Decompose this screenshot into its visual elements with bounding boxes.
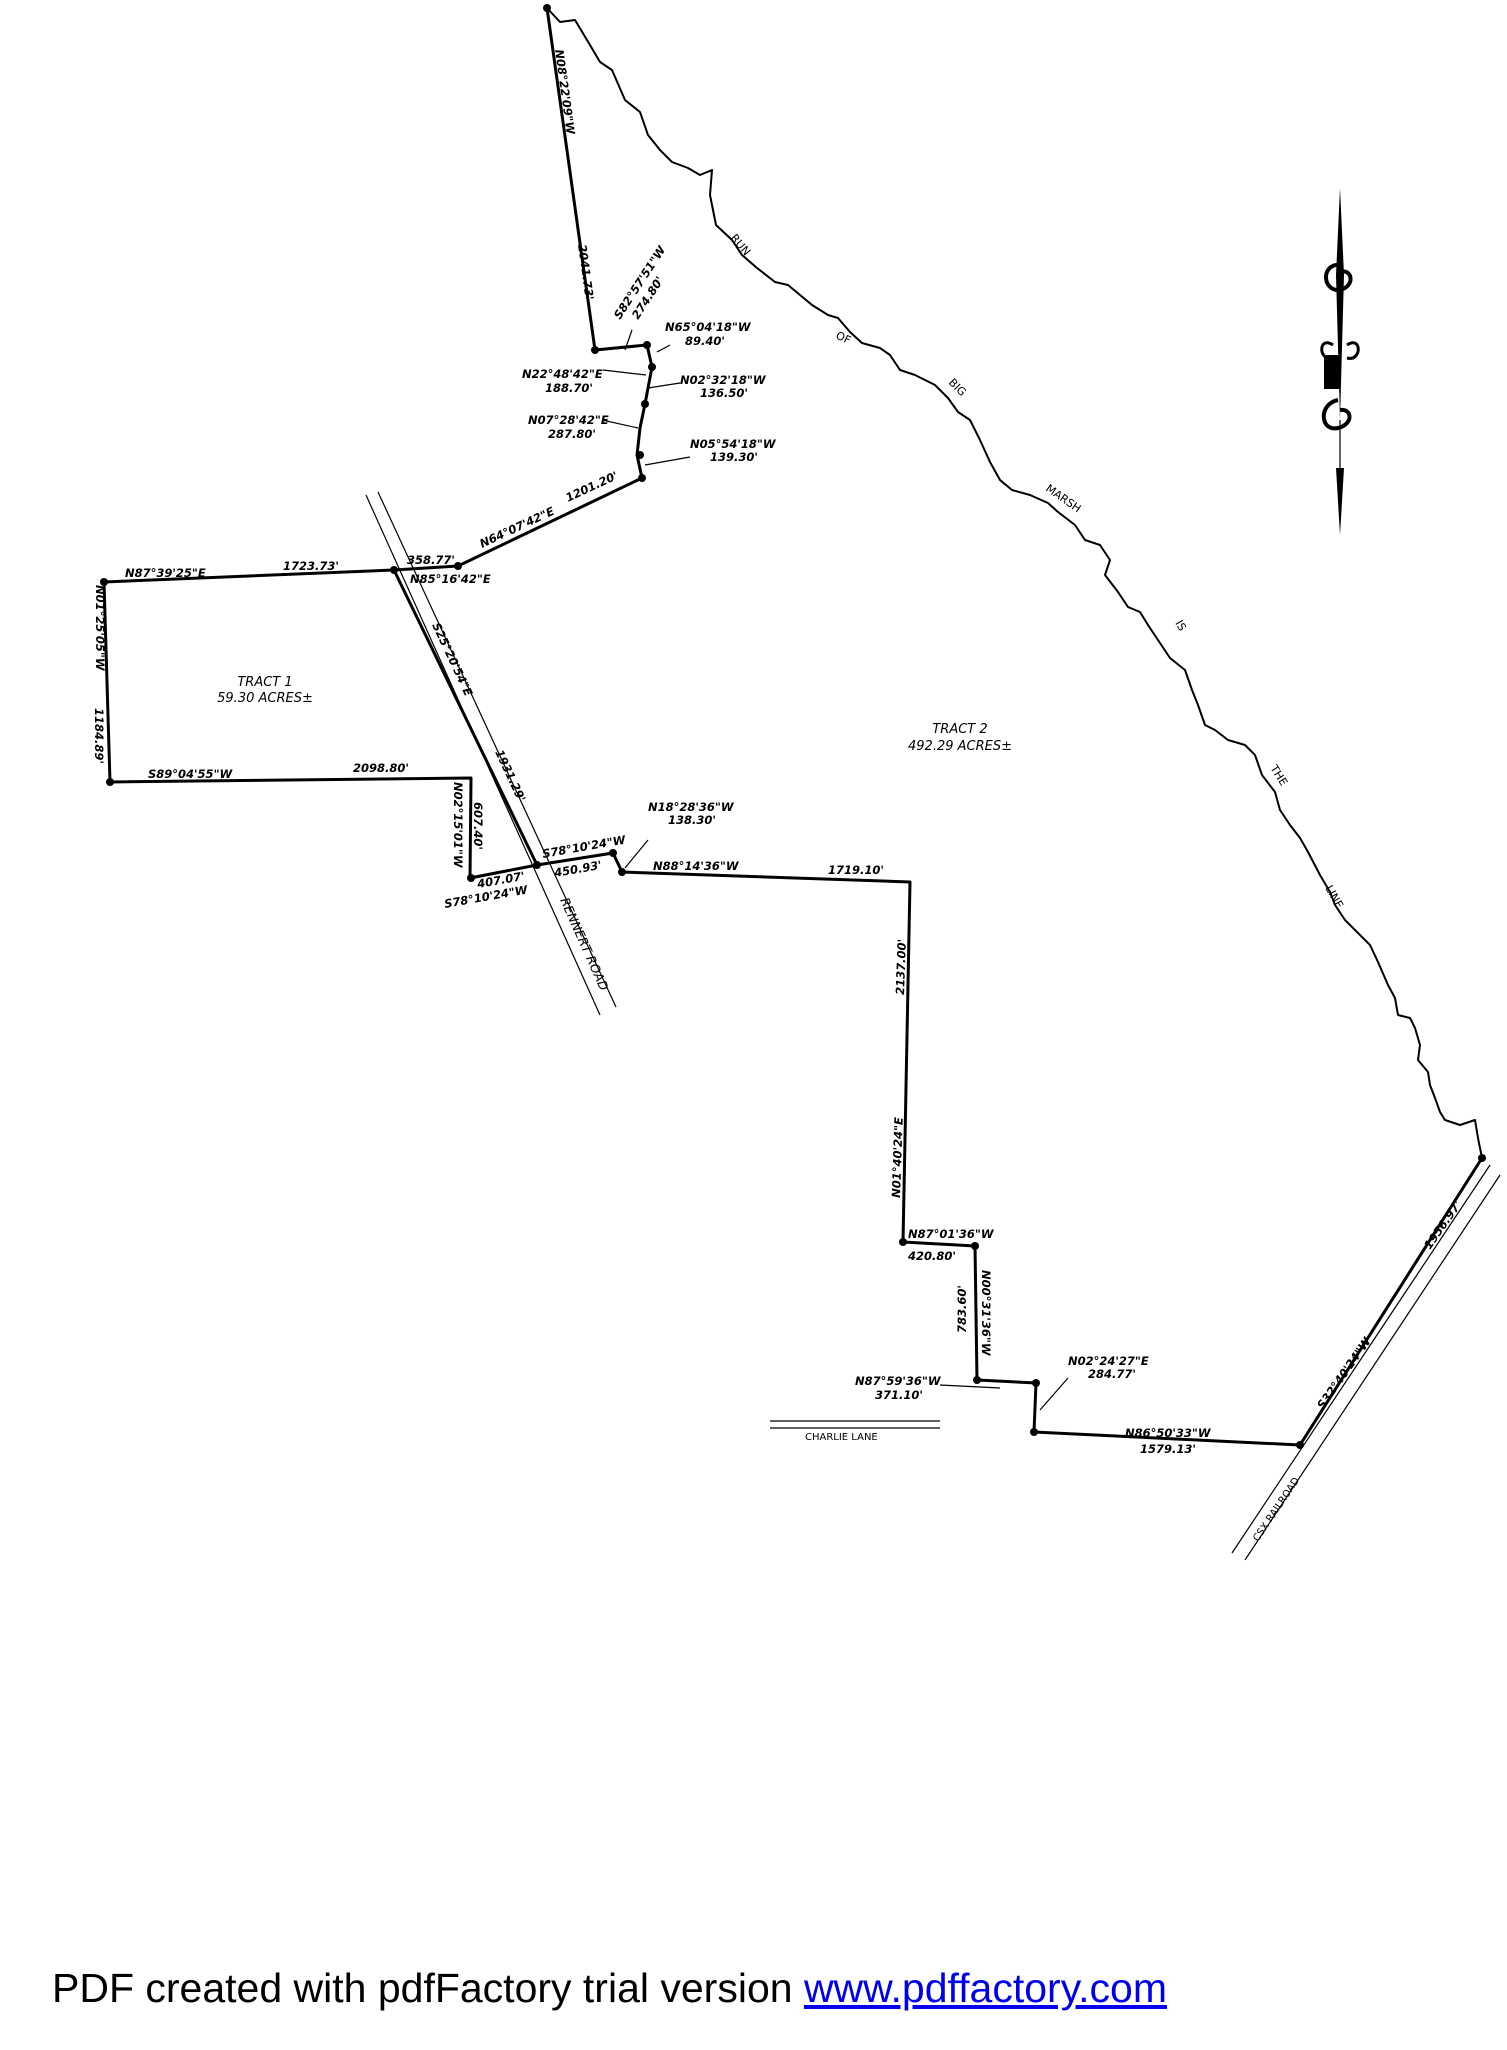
call-bearing: N02°15'01"W — [451, 782, 465, 869]
boundary-calls: N08°22'09"W 2041.73' S82°57'51"W 274.80'… — [92, 48, 1465, 1456]
call-distance: 1201.20' — [563, 468, 620, 504]
call-distance: 2137.00' — [893, 939, 909, 995]
creek-marsh-line — [546, 7, 1483, 1159]
call-bearing: N01°40'24"E — [889, 1117, 906, 1198]
north-arrow-icon — [1320, 188, 1360, 535]
call-distance: 287.80' — [548, 427, 596, 441]
call-distance: 136.50' — [700, 386, 748, 400]
call-bearing: N05°54'18"W — [690, 437, 777, 451]
leader-lines — [601, 329, 1069, 1411]
call-bearing: N08°22'09"W — [552, 48, 578, 136]
call-bearing: N65°04'18"W — [665, 320, 752, 334]
call-bearing: N87°59'36"W — [855, 1374, 942, 1388]
call-distance: 1579.13' — [1140, 1442, 1196, 1456]
tract-1-east-line — [392, 569, 539, 866]
creek-word: RUN — [728, 232, 753, 259]
creek-word: LINE — [1322, 883, 1346, 911]
call-bearing: S89°04'55"W — [148, 767, 234, 781]
call-bearing: N01°25'05"W — [93, 585, 107, 672]
call-distance: 89.40' — [685, 334, 725, 348]
call-distance: 371.10' — [875, 1388, 923, 1402]
call-bearing: N02°24'27"E — [1068, 1354, 1149, 1368]
call-distance: 1956.97' — [1421, 1198, 1465, 1252]
footer-link[interactable]: www.pdffactory.com — [803, 1965, 1167, 2011]
call-bearing: N85°16'42"E — [410, 572, 491, 586]
charlie-lane-label: CHARLIE LANE — [805, 1432, 878, 1443]
call-distance: 138.30' — [668, 813, 716, 827]
call-distance: 783.60' — [955, 1285, 969, 1333]
rennert-road-label: RENNERT ROAD — [557, 895, 612, 993]
call-distance: 420.80' — [907, 1249, 956, 1263]
creek-word: IS — [1172, 618, 1188, 633]
call-distance: 607.40' — [471, 802, 485, 850]
call-bearing: N86°50'33"W — [1125, 1426, 1212, 1440]
pdf-footer: PDF created with pdfFactory trial versio… — [52, 1965, 1167, 2012]
tract-1-area: 59.30 ACRES± — [217, 691, 313, 706]
call-bearing: N87°01'36"W — [908, 1227, 995, 1241]
call-distance: 358.77' — [407, 553, 455, 567]
call-bearing: N18°28'36"W — [648, 800, 735, 814]
call-distance: 1719.10' — [828, 863, 884, 877]
creek-word: THE — [1267, 762, 1290, 788]
footer-text: PDF created with pdfFactory trial versio… — [52, 1965, 804, 2011]
creek-word: MARSH — [1043, 482, 1083, 516]
call-bearing: N64°07'42"E — [477, 504, 556, 551]
call-distance: 2041.73' — [575, 243, 597, 300]
call-bearing: N07°28'42"E — [528, 413, 609, 427]
call-distance: 1184.89' — [92, 708, 106, 764]
csx-railroad — [1231, 1164, 1501, 1561]
call-bearing: N87°39'25"E — [125, 566, 206, 580]
tract-2-area: 492.29 ACRES± — [908, 739, 1012, 754]
call-bearing: N88°14'36"W — [653, 859, 740, 873]
call-bearing: N22°48'42"E — [522, 367, 603, 381]
call-distance: 2098.80' — [353, 761, 409, 775]
call-distance: 1931.29' — [492, 747, 528, 804]
corner-points — [100, 4, 1486, 1449]
creek-word: OF — [834, 329, 853, 347]
tract-boundary — [102, 7, 1484, 1447]
creek-labels: RUN OF BIG MARSH IS THE LINE — [728, 232, 1346, 911]
charlie-lane — [770, 1420, 940, 1429]
tract-1-name: TRACT 1 — [237, 675, 292, 690]
call-bearing: N00°31'36"W — [979, 1270, 993, 1357]
call-distance: 1723.73' — [283, 559, 339, 573]
creek-word: BIG — [946, 376, 969, 399]
tract-2-name: TRACT 2 — [932, 722, 987, 737]
call-bearing: N02°32'18"W — [680, 373, 767, 387]
call-distance: 139.30' — [710, 450, 758, 464]
call-distance: 188.70' — [545, 381, 593, 395]
call-bearing: S32°40'24"W — [1314, 1334, 1375, 1412]
call-distance: 284.77' — [1088, 1367, 1136, 1381]
